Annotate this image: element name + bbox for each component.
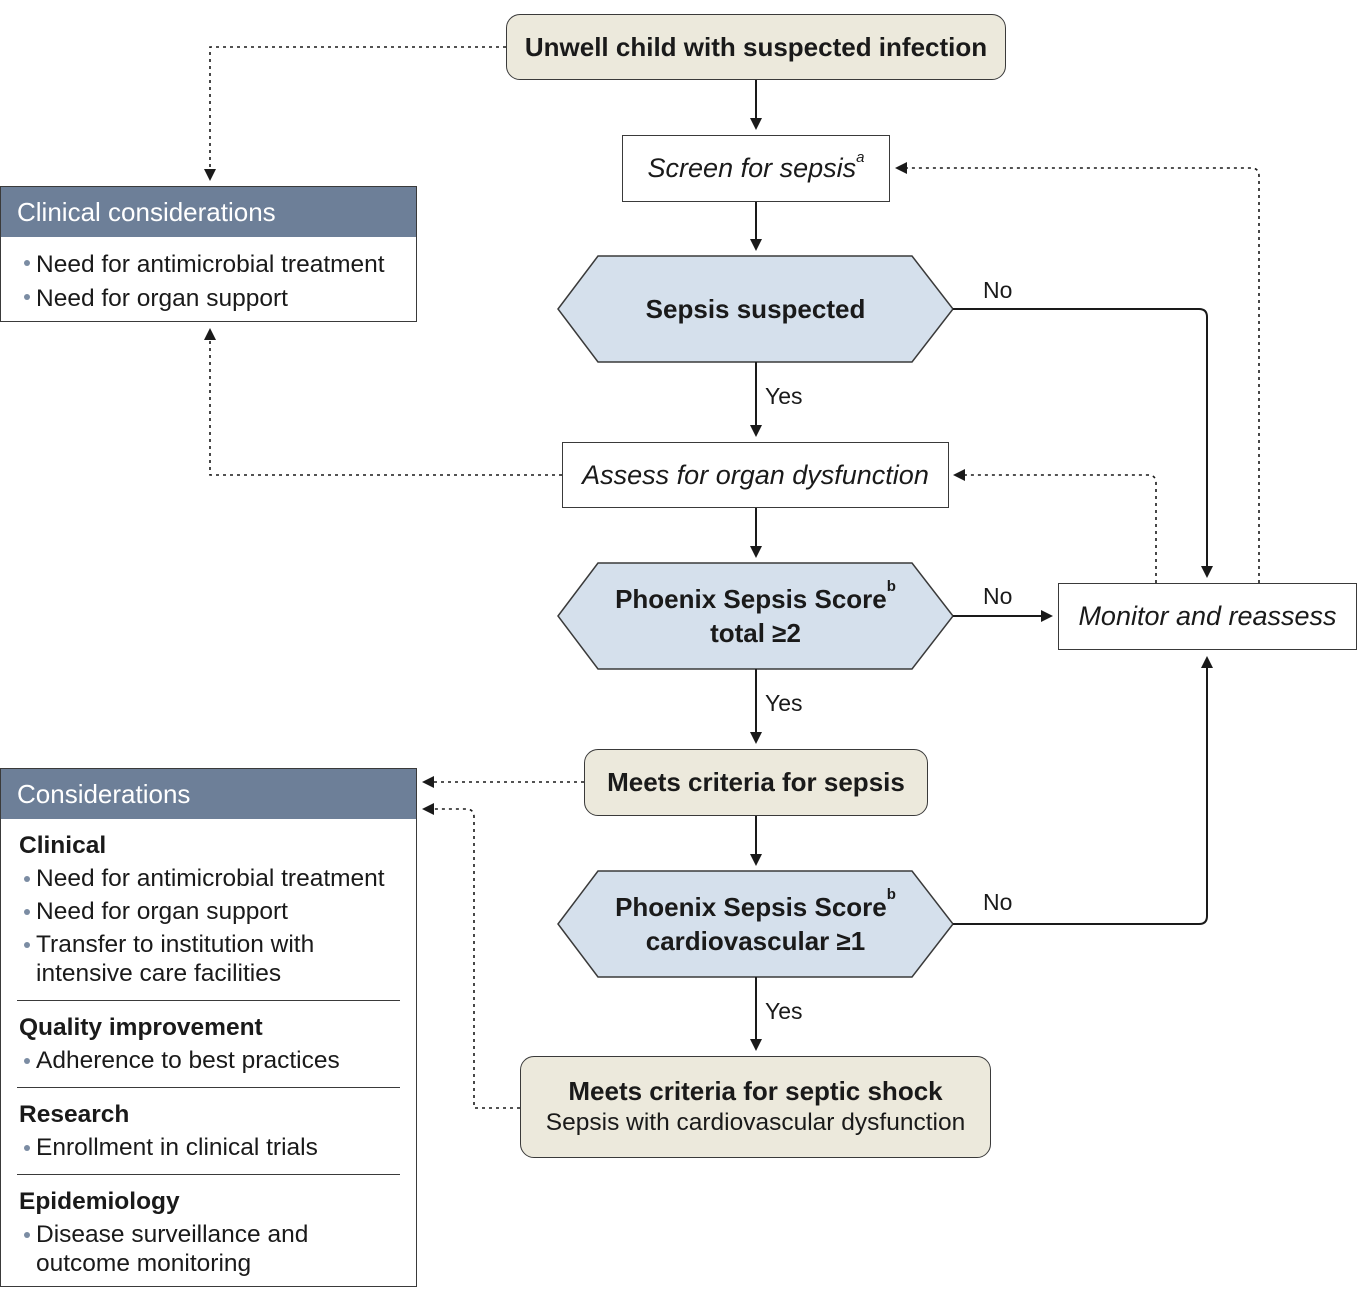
considerations-title: Considerations [1,769,416,819]
list-item: Need for organ support [19,282,416,316]
sepsis-suspected-label: Sepsis suspected [645,294,866,324]
dotted-monitor-assess [953,469,1157,583]
score-cv-line2: cardiovascular ≥1 [645,926,866,956]
clinical-considerations-list: Need for antimicrobial treatment Need fo… [1,237,416,316]
clinical-considerations-title: Clinical considerations [1,187,416,237]
score-total-line1: Phoenix Sepsis Score [615,584,887,614]
dotted-monitor-screen [895,162,1260,583]
section-title: Quality improvement [19,1014,263,1041]
list-item-continued: outcome monitoring [36,1250,252,1277]
no-label-cv: No [983,889,1013,915]
score-cv-line1: Phoenix Sepsis Score [615,892,887,922]
arrow-no-suspected-monitor [953,308,1213,578]
divider [17,1000,400,1001]
start-node: Unwell child with suspected infection [506,14,1006,80]
list-item: Transfer to institution with [19,930,400,959]
list-item: Enrollment in clinical trials [19,1133,400,1162]
footnote-b: b [886,578,896,595]
arrow-no-cv-monitor [953,656,1213,925]
section-clinical: Clinical Need for antimicrobial treatmen… [1,819,416,988]
divider [17,1174,400,1175]
septic-shock-title: Meets criteria for septic shock [568,1076,943,1106]
list-item-continued: intensive care facilities [36,960,282,987]
screen-node: Screen for sepsisa [622,135,890,202]
divider [17,1087,400,1088]
dotted-assess-clinical [204,328,562,476]
list-item: Disease surveillance and [19,1220,400,1249]
section-epidemiology: Epidemiology Disease surveillance and ou… [1,1175,416,1278]
score-total-line2: total ≥2 [710,618,801,648]
list-item: Adherence to best practices [19,1046,400,1075]
considerations-panel: Considerations Clinical Need for antimic… [0,768,417,1287]
score-cv-label: Phoenix Sepsis Scoreb cardiovascular ≥1 [558,871,953,977]
yes-label-suspected: Yes [765,383,803,409]
clinical-considerations-panel: Clinical considerations Need for antimic… [0,186,417,322]
footnote-a: a [856,149,865,166]
section-quality-improvement: Quality improvement Adherence to best pr… [1,1001,416,1075]
screen-label: Screen for sepsis [647,153,857,183]
section-research: Research Enrollment in clinical trials [1,1088,416,1162]
section-title: Epidemiology [19,1188,180,1215]
monitor-node: Monitor and reassess [1058,583,1357,650]
yes-label-total: Yes [765,690,803,716]
section-title: Research [19,1101,130,1128]
section-title: Clinical [19,832,107,859]
list-item: Need for organ support [19,897,400,926]
dotted-shock-considerations [422,803,520,1109]
list-item: Need for antimicrobial treatment [19,864,400,893]
no-label-total: No [983,583,1013,609]
meets-sepsis-node: Meets criteria for sepsis [584,749,928,816]
yes-label-cv: Yes [765,998,803,1024]
list-item: Need for antimicrobial treatment [19,248,416,282]
score-total-label: Phoenix Sepsis Scoreb total ≥2 [558,563,953,669]
septic-shock-subtitle: Sepsis with cardiovascular dysfunction [545,1109,966,1136]
septic-shock-node: Meets criteria for septic shock Sepsis w… [520,1056,991,1158]
dotted-start-clinical [204,46,506,181]
no-label-suspected: No [983,277,1013,303]
assess-node: Assess for organ dysfunction [562,442,949,508]
footnote-b: b [886,886,896,903]
